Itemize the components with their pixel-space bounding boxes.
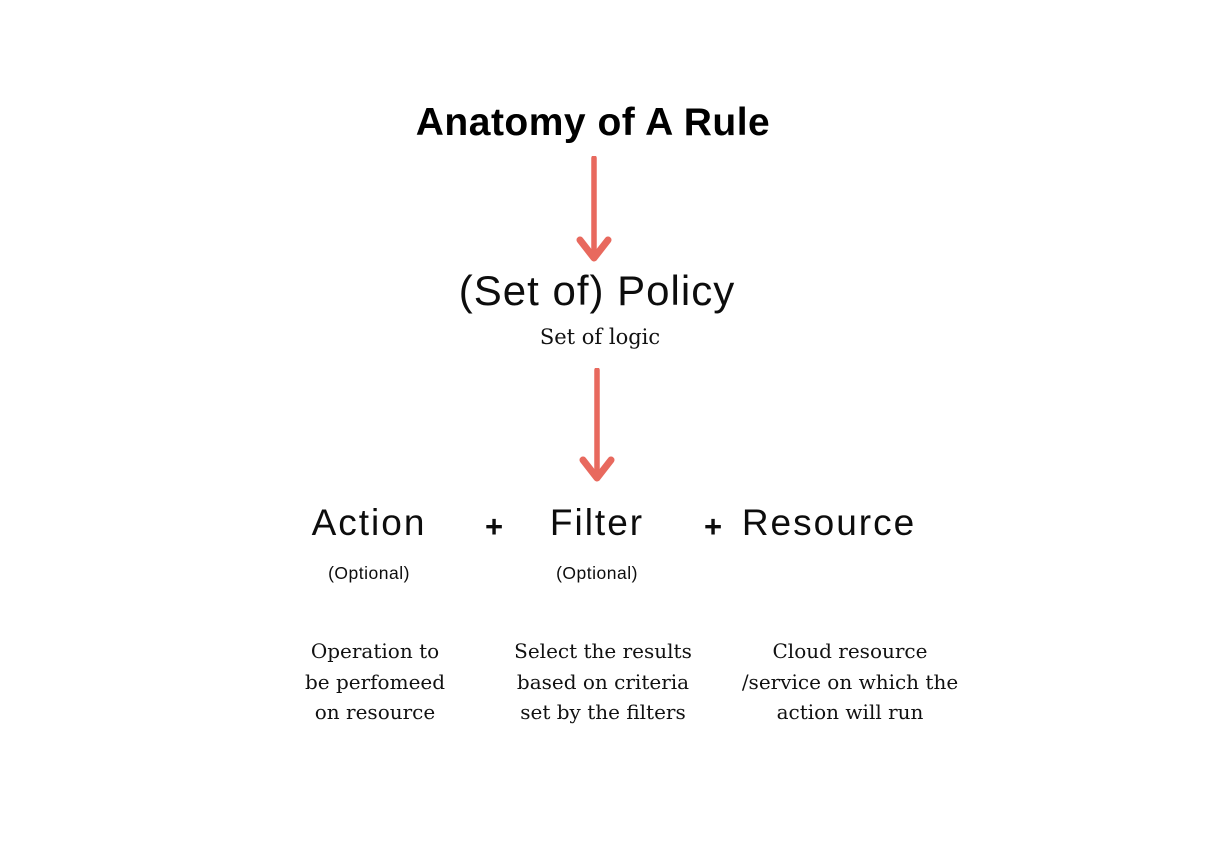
arrow-down-icon: [575, 155, 613, 262]
resource-description: Cloud resource /service on which the act…: [741, 639, 959, 724]
resource-label: Resource: [741, 502, 917, 543]
arrow-down-icon: [578, 367, 616, 482]
diagram-title: Anatomy of A Rule: [415, 101, 771, 144]
plus-icon: +: [703, 509, 723, 544]
filter-optional-qualifier: (Optional): [556, 563, 638, 583]
filter-description: Select the results based on criteria set…: [514, 639, 692, 724]
action-description: Operation to be perfomeed on resource: [304, 639, 446, 724]
filter-label: Filter: [549, 502, 645, 543]
action-label: Action: [311, 502, 427, 543]
plus-icon: +: [484, 509, 504, 544]
action-optional-qualifier: (Optional): [328, 563, 410, 583]
policy-heading: (Set of) Policy: [458, 267, 736, 314]
policy-subheading: Set of logic: [539, 325, 661, 349]
